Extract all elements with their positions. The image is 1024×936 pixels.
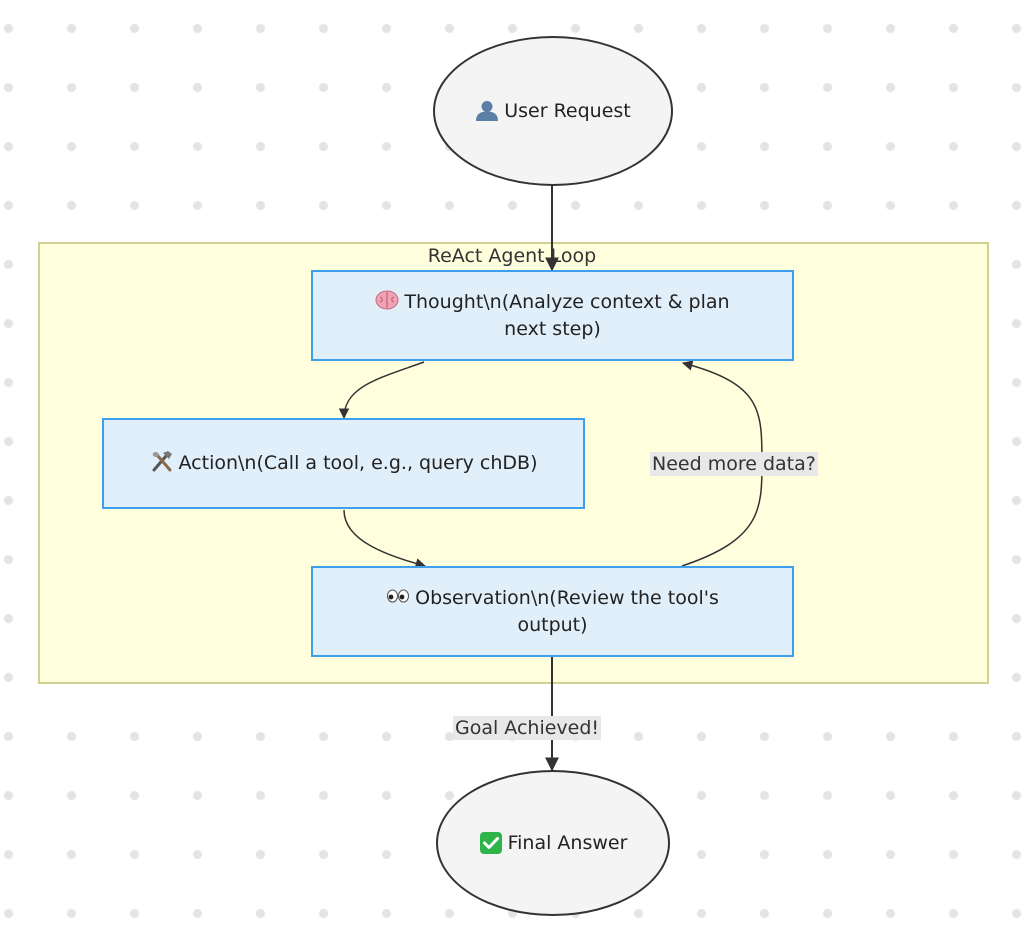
check-mark-icon xyxy=(479,832,503,854)
edge-label-need-more-data: Need more data? xyxy=(650,452,818,476)
final-answer-label: Final Answer xyxy=(507,832,628,854)
thought-label: Thought\n(Analyze context & plan next st… xyxy=(404,290,730,340)
user-request-label: User Request xyxy=(504,100,631,122)
observation-label: Observation\n(Review the tool's output) xyxy=(415,586,719,636)
action-node[interactable]: Action\n(Call a tool, e.g., query chDB) xyxy=(102,418,585,509)
final-answer-node[interactable]: Final Answer xyxy=(436,770,670,916)
eyes-icon xyxy=(386,585,410,607)
thought-node[interactable]: Thought\n(Analyze context & plan next st… xyxy=(311,270,794,361)
tools-icon xyxy=(150,450,174,472)
action-label: Action\n(Call a tool, e.g., query chDB) xyxy=(178,452,538,474)
observation-node[interactable]: Observation\n(Review the tool's output) xyxy=(311,566,794,657)
edge-action-to-observation xyxy=(343,509,427,569)
user-icon xyxy=(475,100,499,122)
edge-label-goal-achieved: Goal Achieved! xyxy=(453,716,602,740)
edge-thought-to-action xyxy=(338,361,425,420)
user-request-node[interactable]: User Request xyxy=(433,36,673,186)
brain-icon xyxy=(375,289,399,311)
